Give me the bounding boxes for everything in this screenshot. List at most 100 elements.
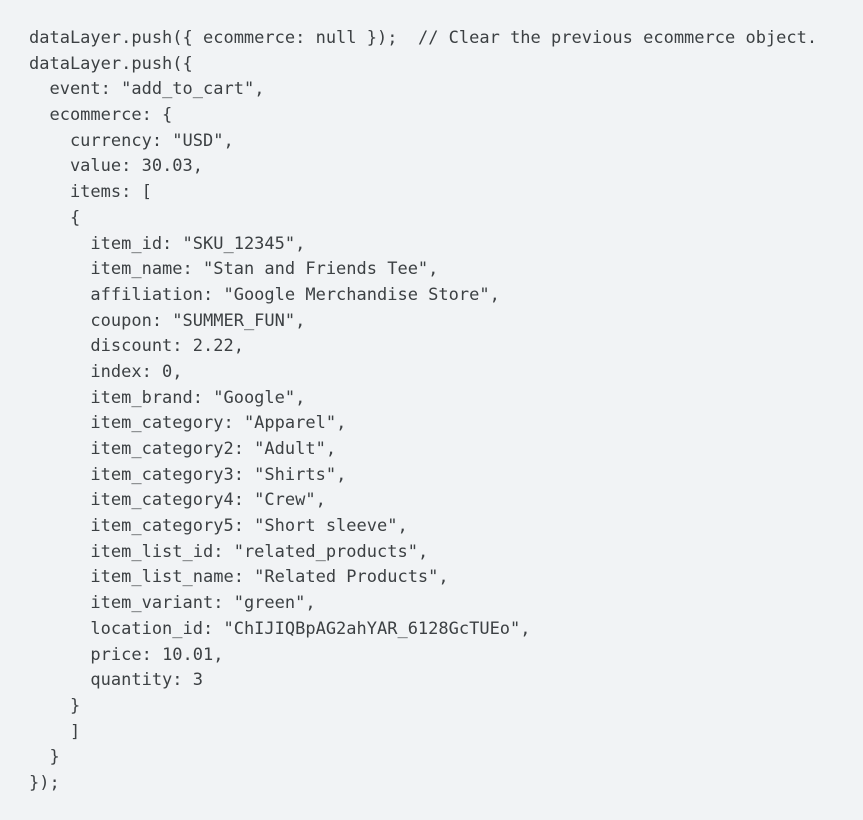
code-line: }); [29,771,863,797]
code-token-number: 3 [192,670,204,691]
code-token-plain: }); [29,772,60,793]
code-token-comment: // Clear the previous ecommerce object. [417,28,818,48]
code-token-plain: item_name: [29,259,203,280]
code-token-string: "Google Merchandise Store" [223,284,490,305]
code-token-string: "ChIJIQBpAG2ahYAR_6128GcTUEo" [223,618,521,639]
code-line: event: "add_to_cart", [29,77,863,103]
code-token-plain: , [336,413,347,434]
code-token-plain: } [29,747,60,768]
code-token-plain: , [325,439,337,459]
code-token-plain: { [29,207,81,228]
code-block[interactable]: dataLayer.push({ ecommerce: null }); // … [0,0,863,797]
code-line: ] [29,720,863,746]
code-line: item_category5: "Short sleeve", [29,514,863,540]
code-token-plain: item_id: [29,233,183,254]
code-line: coupon: "SUMMER_FUN", [29,309,863,335]
code-line: price: 10.01, [29,643,863,669]
code-token-plain: ] [29,721,81,742]
code-token-string: "SKU_12345" [182,233,296,254]
code-line: item_name: "Stan and Friends Tee", [29,257,863,283]
code-line: dataLayer.push({ [29,52,863,78]
code-token-string: "Adult" [254,439,326,459]
code-token-string: "add_to_cart" [121,79,255,100]
code-line: item_id: "SKU_12345", [29,232,863,258]
code-token-plain: item_list_name: [29,567,255,588]
code-token-plain: , [192,156,204,177]
code-line: item_category4: "Crew", [29,488,863,514]
code-token-plain: item_list_id: [29,541,234,562]
code-token-plain: , [315,490,326,511]
code-token-plain: } [29,695,81,716]
code-token-keyword: null [315,28,357,48]
code-line: index: 0, [29,360,863,386]
code-token-plain: item_category2: [29,439,255,459]
code-token-plain: , [428,259,439,280]
code-token-number: 2.22 [192,336,234,357]
code-token-plain: , [213,644,224,665]
code-token-plain: item_category5: [29,516,255,537]
code-token-plain: , [417,541,429,562]
code-token-string: "Shirts" [254,464,337,485]
code-line: } [29,694,863,720]
code-token-string: "Short sleeve" [254,516,398,537]
code-token-plain: , [295,233,306,254]
code-token-string: "SUMMER_FUN" [172,310,296,331]
code-token-string: "Apparel" [243,413,337,434]
code-line: { [29,206,863,232]
code-line: items: [ [29,180,863,206]
code-token-plain: }); [356,28,418,48]
code-token-plain: item_category: [29,413,244,434]
code-token-plain: dataLayer.push({ ecommerce: [29,28,316,48]
code-token-number: 10.01 [162,644,214,665]
code-token-string: "Google" [213,387,296,408]
code-token-plain: currency: [29,130,173,151]
code-token-plain: , [295,387,306,408]
code-line: ecommerce: { [29,103,863,129]
code-line: item_brand: "Google", [29,386,863,412]
code-token-plain: ecommerce: { [29,105,173,126]
code-token-plain: location_id: [29,618,224,639]
code-token-plain: event: [29,79,122,100]
code-token-plain: , [305,593,316,614]
code-token-plain: , [489,284,500,305]
code-line: item_category2: "Adult", [29,437,863,463]
code-token-plain: quantity: [29,670,193,691]
code-token-plain: , [336,464,347,485]
code-token-string: "Stan and Friends Tee" [203,259,429,280]
code-line: location_id: "ChIJIQBpAG2ahYAR_6128GcTUE… [29,617,863,643]
code-token-plain: , [295,310,306,331]
code-token-plain: discount: [29,336,193,357]
code-line: value: 30.03, [29,154,863,180]
code-token-plain: coupon: [29,310,173,331]
code-line: quantity: 3 [29,668,863,694]
code-token-plain: affiliation: [29,284,224,305]
code-token-plain: , [438,567,449,588]
code-line: discount: 2.22, [29,334,863,360]
code-line: currency: "USD", [29,129,863,155]
code-line: dataLayer.push({ ecommerce: null }); // … [29,26,863,52]
code-token-plain: item_category4: [29,490,255,511]
code-token-plain: item_brand: [29,387,214,408]
code-line: item_category: "Apparel", [29,411,863,437]
code-token-plain: , [520,618,531,639]
code-token-plain: item_variant: [29,593,234,614]
code-token-plain: price: [29,644,163,665]
code-token-number: 30.03 [141,156,193,177]
code-line: affiliation: "Google Merchandise Store", [29,283,863,309]
code-token-plain: index: 0, [29,361,183,382]
code-token-plain: value: [29,156,142,177]
code-token-string: "Related Products" [254,567,439,588]
code-line: item_variant: "green", [29,591,863,617]
code-token-plain: dataLayer.push({ [29,53,193,74]
code-token-plain: , [397,516,408,537]
code-token-string: "USD" [172,130,224,151]
code-line: item_list_name: "Related Products", [29,565,863,591]
code-token-plain: , [223,130,234,151]
code-token-string: "related_products" [233,541,418,562]
code-token-plain: item_category3: [29,464,255,485]
code-line: item_list_id: "related_products", [29,540,863,566]
code-token-plain: , [254,79,265,100]
code-token-plain: items: [ [29,182,152,203]
code-token-string: "Crew" [254,490,316,511]
code-line: } [29,745,863,771]
